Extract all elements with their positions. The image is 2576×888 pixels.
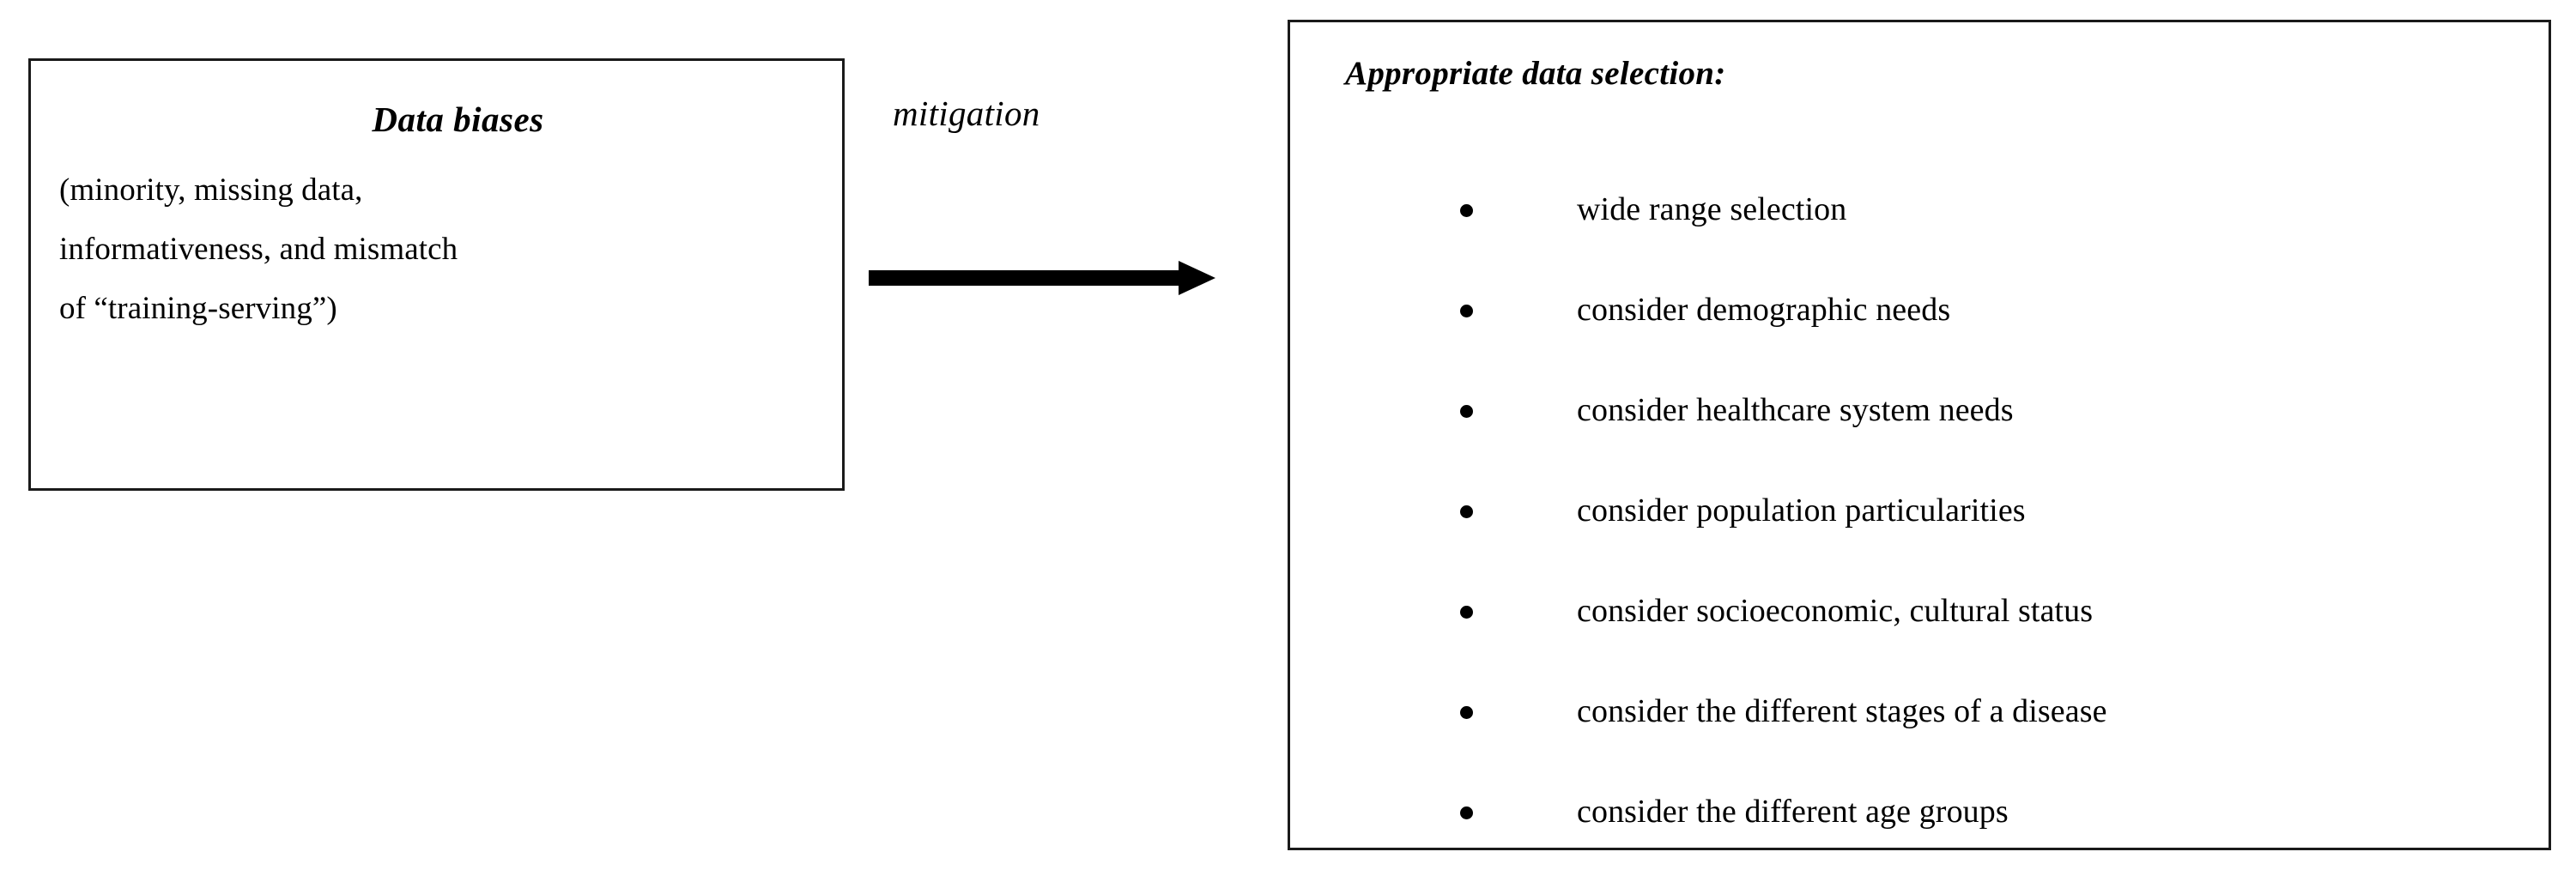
list-item: wide range selection	[1290, 185, 2549, 286]
list-item-label: wide range selection	[1577, 191, 1847, 227]
appropriate-data-selection-title: Appropriate data selection:	[1345, 55, 1726, 92]
data-biases-body-line-1: (minority, missing data,	[59, 172, 363, 208]
bullet-dot-icon	[1460, 606, 1473, 619]
list-item: consider the different age groups	[1290, 788, 2549, 888]
bullet-dot-icon	[1460, 405, 1473, 418]
bullet-dot-icon	[1460, 505, 1473, 518]
list-item: consider healthcare system needs	[1290, 386, 2549, 486]
bullet-dot-icon	[1460, 806, 1473, 819]
right-arrow-icon	[867, 259, 1217, 297]
bullet-dot-icon	[1460, 204, 1473, 217]
list-item-label: consider the different stages of a disea…	[1577, 693, 2107, 729]
data-biases-body-line-3: of “training-serving”)	[59, 291, 337, 326]
data-biases-body-line-2: informativeness, and mismatch	[59, 232, 458, 267]
list-item: consider demographic needs	[1290, 286, 2549, 386]
appropriate-data-selection-box: Appropriate data selection: wide range s…	[1288, 20, 2551, 850]
data-biases-box-content: Data biases (minority, missing data, inf…	[31, 61, 842, 488]
data-selection-bullet-list: wide range selection consider demographi…	[1290, 185, 2549, 888]
data-biases-title: Data biases	[372, 100, 544, 139]
bullet-dot-icon	[1460, 305, 1473, 317]
bullet-dot-icon	[1460, 706, 1473, 719]
list-item-label: consider population particularities	[1577, 492, 2026, 529]
mitigation-label: mitigation	[893, 94, 1040, 133]
data-biases-body: (minority, missing data, informativeness…	[59, 160, 815, 338]
list-item-label: consider the different age groups	[1577, 794, 2009, 830]
list-item-label: consider socioeconomic, cultural status	[1577, 593, 2094, 629]
list-item-label: consider healthcare system needs	[1577, 392, 2014, 428]
data-biases-box: Data biases (minority, missing data, inf…	[28, 58, 845, 491]
list-item-label: consider demographic needs	[1577, 292, 1951, 328]
list-item: consider socioeconomic, cultural status	[1290, 587, 2549, 687]
list-item: consider the different stages of a disea…	[1290, 687, 2549, 788]
list-item: consider population particularities	[1290, 486, 2549, 587]
